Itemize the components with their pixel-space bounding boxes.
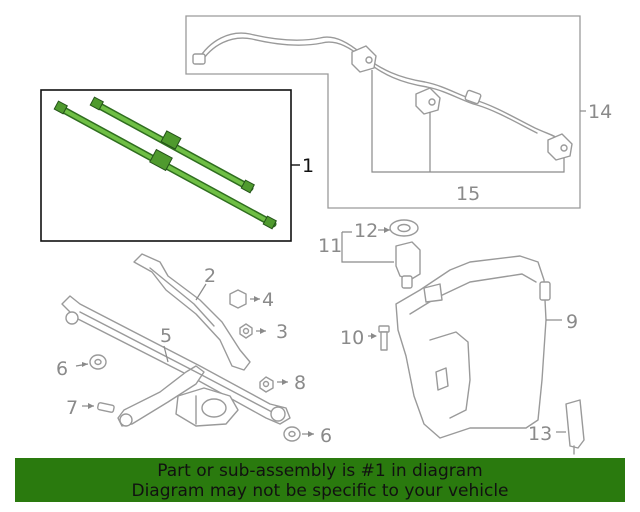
- callout-7: 7: [66, 397, 78, 419]
- callout-14: 14: [588, 101, 612, 123]
- leader-11: [341, 231, 394, 263]
- leader-5: [163, 345, 169, 363]
- callout-11: 11: [318, 235, 342, 257]
- wiper-motor: [175, 387, 239, 427]
- part-notice-banner: Part or sub-assembly is #1 in diagram Di…: [15, 458, 625, 502]
- washer-reservoir: [395, 255, 562, 439]
- callout-9: 9: [566, 311, 578, 333]
- bolt-10: [368, 325, 390, 351]
- part-6-grommet-lower: [283, 426, 314, 442]
- washer-hose: [197, 32, 561, 141]
- wiper-linkage: [61, 295, 291, 427]
- callout-5: 5: [160, 325, 172, 347]
- part-3-nut: [239, 323, 266, 339]
- leader-15: [371, 70, 565, 173]
- level-sensor-13: [556, 399, 585, 455]
- banner-line-2: Diagram may not be specific to your vehi…: [131, 481, 509, 501]
- part-1-wiper-blades-group[interactable]: [40, 89, 300, 242]
- part-6-grommet-upper: [75, 354, 107, 370]
- hose-connector-left: [192, 53, 206, 65]
- callout-15: 15: [456, 183, 480, 205]
- part-7-pin: [82, 402, 115, 413]
- callout-8: 8: [294, 372, 306, 394]
- callout-12: 12: [354, 220, 378, 242]
- nozzle-1: [351, 45, 377, 73]
- hose-assembly-group: [185, 15, 586, 209]
- part-8-nut: [259, 376, 288, 393]
- callout-10: 10: [340, 327, 364, 349]
- callout-1: 1: [302, 155, 314, 177]
- wiper-arm: [133, 253, 251, 371]
- banner-line-1: Part or sub-assembly is #1 in diagram: [157, 461, 483, 481]
- hose-assembly-frame: [185, 15, 581, 209]
- callout-3: 3: [276, 321, 288, 343]
- callout-6-upper: 6: [56, 358, 68, 380]
- callout-2: 2: [204, 265, 216, 287]
- callout-6-lower: 6: [320, 425, 332, 447]
- part-4-cap: [229, 289, 260, 309]
- nozzle-2: [415, 87, 441, 115]
- nozzle-3: [547, 133, 573, 161]
- callout-13: 13: [528, 423, 552, 445]
- hose-clip: [464, 89, 482, 105]
- callout-4: 4: [262, 289, 274, 311]
- wiper-blade-upper[interactable]: [89, 96, 255, 194]
- wiper-blade-lower[interactable]: [53, 100, 277, 230]
- pump-grommet-12: [378, 219, 419, 237]
- washer-pump: [341, 231, 421, 289]
- leader-2: [195, 283, 207, 301]
